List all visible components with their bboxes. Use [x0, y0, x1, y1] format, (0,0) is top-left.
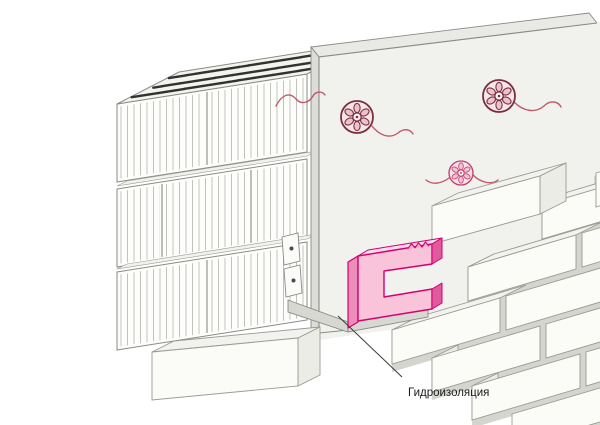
anchor-cord [275, 91, 326, 107]
bracket-teeth [407, 241, 430, 249]
panel-side-edge [310, 45, 320, 343]
brick-end [297, 326, 321, 387]
tie-screw [291, 278, 296, 283]
wall-tie-plates [281, 232, 303, 298]
loose-brick-top [431, 162, 567, 245]
brick [581, 227, 600, 268]
block-slot-combs [130, 47, 356, 99]
brick [391, 297, 501, 365]
brick [151, 337, 299, 401]
brick [471, 353, 581, 421]
anchor-pin [355, 115, 359, 119]
bracket-end-face [431, 282, 443, 310]
brick [505, 267, 600, 331]
waterproofing-label: Гидроизоляция [408, 387, 489, 399]
bracket-side-face [347, 255, 359, 329]
anchor-cord [425, 177, 450, 184]
insulation-anchors [275, 79, 562, 186]
block-ribs [120, 77, 304, 179]
loose-brick-front [151, 326, 321, 401]
disc-anchor [448, 160, 474, 186]
brick [545, 307, 600, 359]
disc-anchor [340, 100, 374, 134]
disc-anchor [482, 79, 516, 113]
brick [431, 325, 541, 393]
anchor-cord [472, 174, 499, 184]
anchor-cord [513, 101, 562, 112]
anchor-pin [497, 94, 501, 98]
anchor-cord [371, 125, 414, 137]
hollow-block-wall [116, 41, 370, 351]
brick [511, 387, 600, 425]
anchor-petals [344, 102, 370, 132]
anchor-petals [451, 162, 471, 184]
brick [431, 175, 541, 245]
brick [585, 347, 600, 387]
leader-line [337, 315, 403, 378]
facing-brick-wall [151, 162, 600, 425]
starter-profile-bracket [347, 237, 443, 329]
brick [467, 234, 577, 302]
bracket-end-face [431, 237, 443, 265]
tie-screw [289, 246, 294, 251]
waterproofing-callout: Гидроизоляция [337, 315, 489, 399]
brick [595, 171, 600, 208]
brick [541, 187, 600, 240]
anchor-pin [460, 172, 462, 174]
